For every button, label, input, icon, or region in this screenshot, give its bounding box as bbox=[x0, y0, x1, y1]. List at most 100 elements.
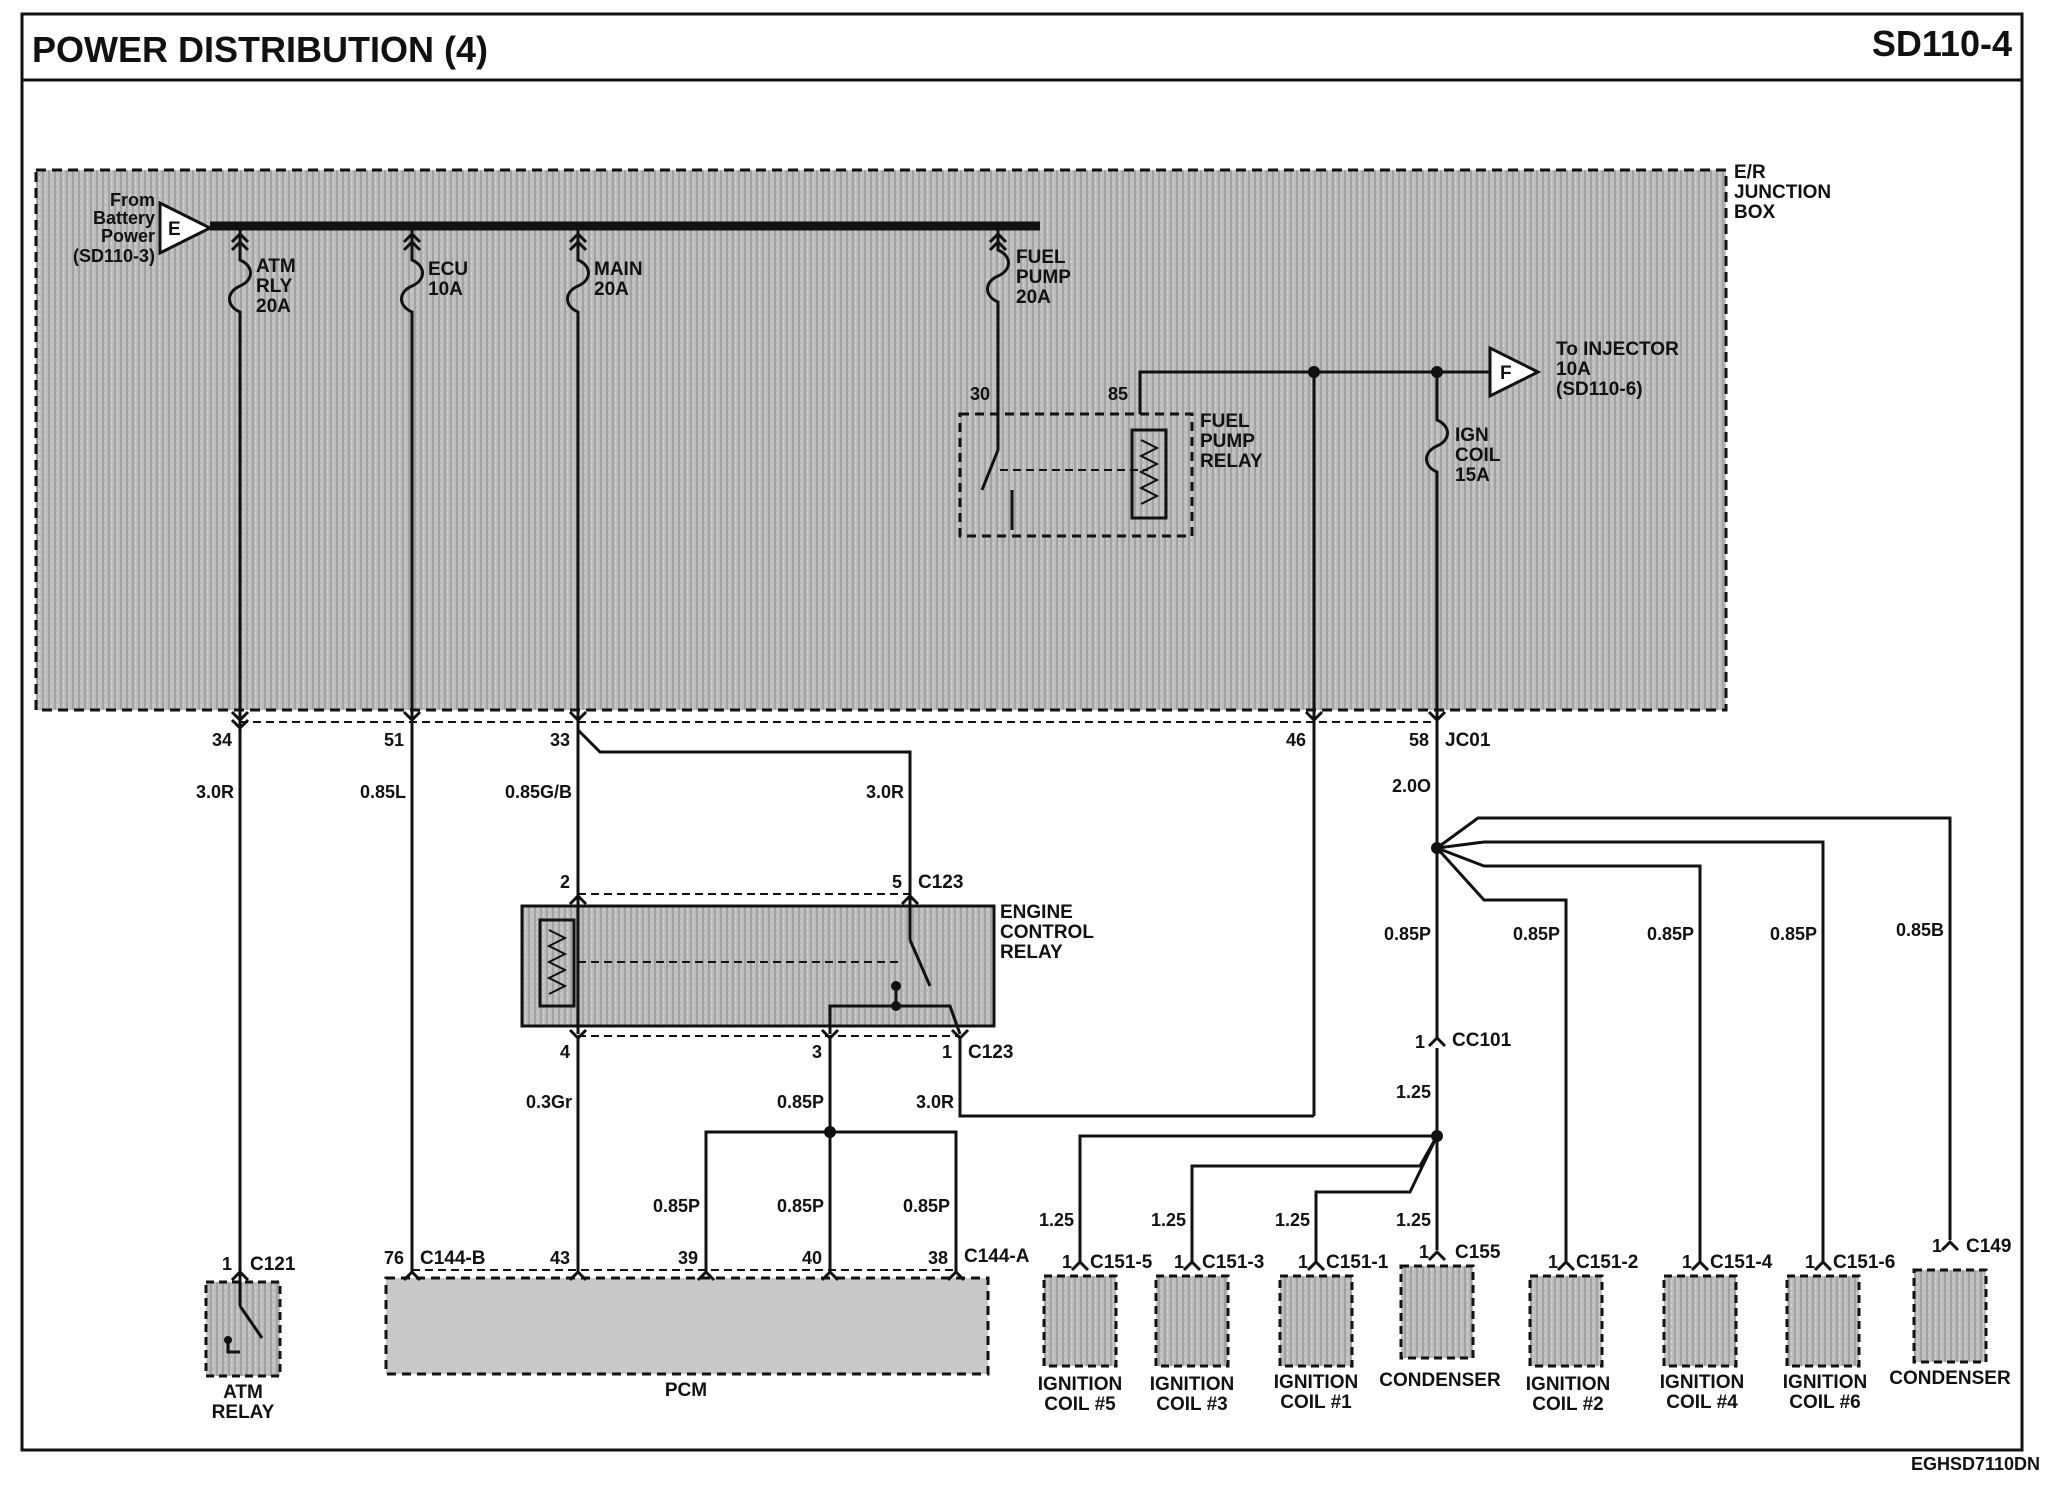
svg-text:C144-B: C144-B bbox=[420, 1248, 485, 1269]
svg-text:IGNITION: IGNITION bbox=[1038, 1374, 1122, 1395]
svg-text:43: 43 bbox=[550, 1248, 570, 1268]
svg-text:39: 39 bbox=[678, 1248, 698, 1268]
relay-feed-wire bbox=[1138, 370, 1490, 414]
page-code: SD110-4 bbox=[1872, 23, 2012, 64]
svg-text:COIL: COIL bbox=[1455, 445, 1501, 466]
atm-relay: 1 C121 ATM RELAY bbox=[204, 1254, 296, 1423]
svg-text:76: 76 bbox=[384, 1248, 404, 1268]
pin-46: 46 bbox=[1286, 730, 1306, 750]
relay-pin-30: 30 bbox=[970, 384, 990, 404]
svg-text:C151-5: C151-5 bbox=[1090, 1252, 1153, 1273]
svg-text:0.85P: 0.85P bbox=[1647, 924, 1694, 944]
fuse-ign-coil: IGN COIL 15A bbox=[1425, 372, 1501, 500]
pin-33: 33 bbox=[550, 730, 570, 750]
svg-text:ECU: ECU bbox=[428, 259, 468, 280]
svg-text:1.25: 1.25 bbox=[1151, 1210, 1186, 1230]
svg-text:CONDENSER: CONDENSER bbox=[1379, 1370, 1501, 1391]
svg-text:C149: C149 bbox=[1966, 1236, 2011, 1257]
engine-control-relay: 2 5 C123 4 3 1 C123 ENGINE CONTROL RELAY bbox=[520, 872, 1094, 1063]
svg-text:COIL #4: COIL #4 bbox=[1666, 1392, 1738, 1413]
pcm: 76 C144-B 43 39 40 38 C144-A PCM bbox=[384, 1246, 1030, 1401]
jc01-label: JC01 bbox=[1445, 730, 1491, 751]
svg-text:C155: C155 bbox=[1455, 1242, 1501, 1263]
svg-text:38: 38 bbox=[928, 1248, 948, 1268]
svg-text:C151-6: C151-6 bbox=[1833, 1252, 1895, 1273]
svg-text:PUMP: PUMP bbox=[1016, 267, 1071, 288]
wire-main-branch bbox=[576, 728, 912, 896]
svg-text:20A: 20A bbox=[1016, 287, 1051, 308]
wire-branch-coil2 bbox=[1435, 846, 1568, 1262]
injector-label-3: (SD110-6) bbox=[1556, 379, 1643, 400]
page-title: POWER DISTRIBUTION (4) bbox=[32, 29, 488, 70]
svg-text:1.25: 1.25 bbox=[1396, 1210, 1431, 1230]
relay-coil bbox=[1130, 428, 1168, 520]
svg-text:COIL #5: COIL #5 bbox=[1044, 1394, 1116, 1415]
engine-relay-body bbox=[520, 904, 996, 1028]
battery-source-line-3: Power bbox=[101, 226, 155, 246]
svg-text:0.85P: 0.85P bbox=[653, 1196, 700, 1216]
junction-box: E/R JUNCTION BOX E From Battery Power (S… bbox=[34, 162, 1831, 712]
page-frame bbox=[20, 12, 2024, 1452]
svg-text:RLY: RLY bbox=[256, 276, 293, 297]
svg-text:COIL #1: COIL #1 bbox=[1280, 1392, 1352, 1413]
svg-text:1: 1 bbox=[1419, 1242, 1429, 1262]
svg-text:0.85B: 0.85B bbox=[1896, 920, 1944, 940]
svg-text:10A: 10A bbox=[428, 279, 463, 300]
pcm-label: PCM bbox=[665, 1380, 707, 1401]
svg-text:C151-4: C151-4 bbox=[1710, 1252, 1773, 1273]
svg-text:0.85P: 0.85P bbox=[777, 1196, 824, 1216]
pcm-module bbox=[384, 1276, 990, 1376]
svg-text:20A: 20A bbox=[594, 279, 629, 300]
fuse-main: MAIN 20A bbox=[566, 230, 643, 320]
svg-text:ATM: ATM bbox=[223, 1382, 263, 1403]
injector-connector bbox=[1488, 345, 1542, 399]
atm-relay-box bbox=[204, 1280, 282, 1378]
svg-text:1.25: 1.25 bbox=[1275, 1210, 1310, 1230]
fuse-fuel-pump: FUEL PUMP 20A bbox=[986, 230, 1071, 406]
wire-coil1 bbox=[1314, 1135, 1439, 1262]
battery-source-line-1: From bbox=[110, 190, 155, 210]
svg-text:0.85P: 0.85P bbox=[903, 1196, 950, 1216]
ignition-coil-2: 1 C151-2 IGNITION COIL #2 bbox=[1526, 1252, 1639, 1415]
battery-source-line-4: (SD110-3) bbox=[73, 246, 155, 266]
svg-text:PUMP: PUMP bbox=[1200, 431, 1255, 452]
svg-text:4: 4 bbox=[560, 1042, 570, 1062]
svg-text:IGNITION: IGNITION bbox=[1150, 1374, 1234, 1395]
ignition-coil-4: 1 C151-4 IGNITION COIL #4 bbox=[1660, 1252, 1773, 1413]
wire-branch-coil4 bbox=[1436, 846, 1702, 1262]
injector-label-2: 10A bbox=[1556, 359, 1591, 380]
ignition-coil-6: 1 C151-6 IGNITION COIL #6 bbox=[1783, 1252, 1896, 1413]
wire-label-main: 0.85G/B bbox=[505, 782, 572, 802]
svg-text:FUEL: FUEL bbox=[1016, 247, 1066, 268]
wire-branch-condenser2 bbox=[1436, 816, 1952, 1240]
footer-code: EGHSD7110DN bbox=[1911, 1454, 2040, 1474]
svg-text:C121: C121 bbox=[250, 1254, 296, 1275]
svg-text:0.85P: 0.85P bbox=[1384, 924, 1431, 944]
connector-chevrons bbox=[230, 231, 1960, 1282]
svg-text:1: 1 bbox=[222, 1254, 232, 1274]
svg-text:CONDENSER: CONDENSER bbox=[1889, 1368, 2011, 1389]
junction-box-label-1: E/R bbox=[1734, 162, 1766, 183]
svg-text:C144-A: C144-A bbox=[964, 1246, 1030, 1267]
svg-text:15A: 15A bbox=[1455, 465, 1490, 486]
junction-box-label-2: JUNCTION bbox=[1734, 182, 1831, 203]
fuse-atm-rly: ATM RLY 20A bbox=[228, 230, 296, 320]
wire-label-ecu: 0.85L bbox=[360, 782, 406, 802]
svg-text:0.85P: 0.85P bbox=[1513, 924, 1560, 944]
ignition-coil-5: 1 C151-5 IGNITION COIL #5 bbox=[1038, 1252, 1153, 1415]
fuel-pump-relay: 30 85 FUEL PUMP RELAY bbox=[958, 384, 1263, 538]
cc101-label: CC101 bbox=[1452, 1030, 1512, 1051]
svg-text:0.85P: 0.85P bbox=[1770, 924, 1817, 944]
svg-text:IGNITION: IGNITION bbox=[1783, 1372, 1867, 1393]
svg-text:1: 1 bbox=[1415, 1032, 1425, 1052]
battery-source-letter: E bbox=[168, 219, 181, 240]
ignition-coil-3: 1 C151-3 IGNITION COIL #3 bbox=[1150, 1252, 1265, 1415]
relay-pin-85: 85 bbox=[1108, 384, 1128, 404]
svg-text:1: 1 bbox=[1548, 1252, 1558, 1272]
svg-text:5: 5 bbox=[892, 872, 902, 892]
junction-box-label-3: BOX bbox=[1734, 202, 1776, 223]
svg-text:1: 1 bbox=[1682, 1252, 1692, 1272]
svg-text:2: 2 bbox=[560, 872, 570, 892]
svg-text:C151-3: C151-3 bbox=[1202, 1252, 1264, 1273]
wire-label-ign: 2.0O bbox=[1392, 776, 1431, 796]
